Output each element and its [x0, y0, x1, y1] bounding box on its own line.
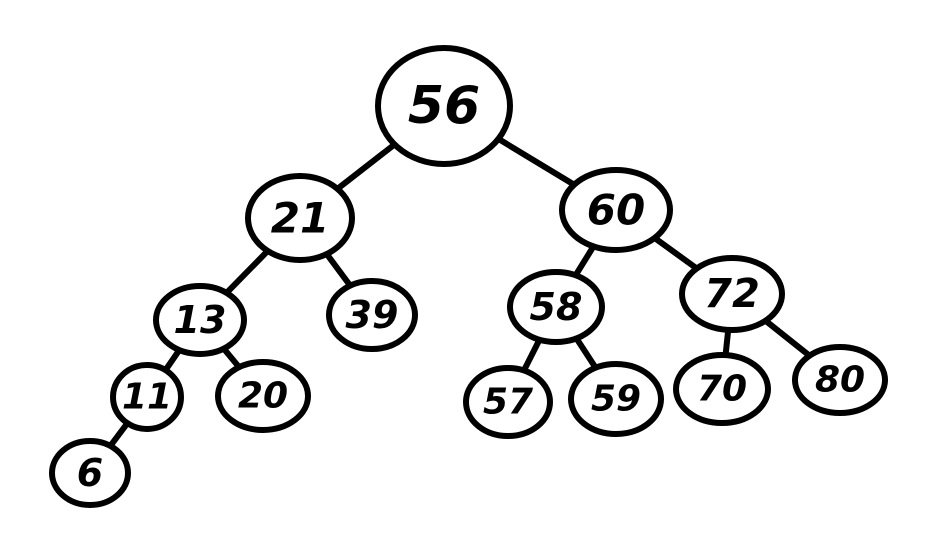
- node-circle: [326, 278, 418, 352]
- node-label: 72: [704, 271, 760, 317]
- node-label: 80: [815, 360, 865, 401]
- node-circle: [568, 361, 664, 437]
- node-label: 6: [77, 451, 103, 495]
- node-circle: [153, 283, 247, 357]
- node-11: 11: [110, 362, 184, 432]
- node-label: 58: [530, 285, 583, 329]
- node-58: 58: [507, 269, 605, 345]
- node-circle: [679, 255, 785, 333]
- node-circle: [559, 167, 673, 253]
- node-label: 39: [346, 293, 399, 337]
- node-label: 20: [238, 376, 288, 417]
- node-circle: [673, 352, 771, 426]
- node-circle: [507, 269, 605, 345]
- node-label: 21: [271, 194, 329, 243]
- node-label: 13: [174, 298, 227, 342]
- node-circle: [110, 362, 184, 432]
- node-57: 57: [463, 365, 553, 439]
- node-13: 13: [153, 283, 247, 357]
- node-label: 11: [122, 377, 172, 418]
- node-circle: [215, 359, 311, 433]
- node-59: 59: [568, 361, 664, 437]
- node-label: 57: [483, 382, 533, 423]
- node-label: 59: [591, 379, 641, 420]
- node-circle: [792, 344, 888, 416]
- node-circle: [463, 365, 553, 439]
- node-circle: [375, 45, 513, 167]
- node-39: 39: [326, 278, 418, 352]
- node-label: 56: [408, 76, 480, 136]
- node-60: 60: [559, 167, 673, 253]
- node-21: 21: [245, 173, 355, 263]
- node-6: 6: [49, 438, 131, 508]
- nodes-layer: 56 21 60 13 39 58 72 11 20 57 59 70 80 6: [49, 45, 888, 508]
- node-80: 80: [792, 344, 888, 416]
- node-56: 56: [375, 45, 513, 167]
- node-label: 70: [697, 369, 747, 410]
- node-72: 72: [679, 255, 785, 333]
- node-70: 70: [673, 352, 771, 426]
- node-label: 60: [587, 186, 645, 235]
- node-20: 20: [215, 359, 311, 433]
- node-circle: [245, 173, 355, 263]
- node-circle: [49, 438, 131, 508]
